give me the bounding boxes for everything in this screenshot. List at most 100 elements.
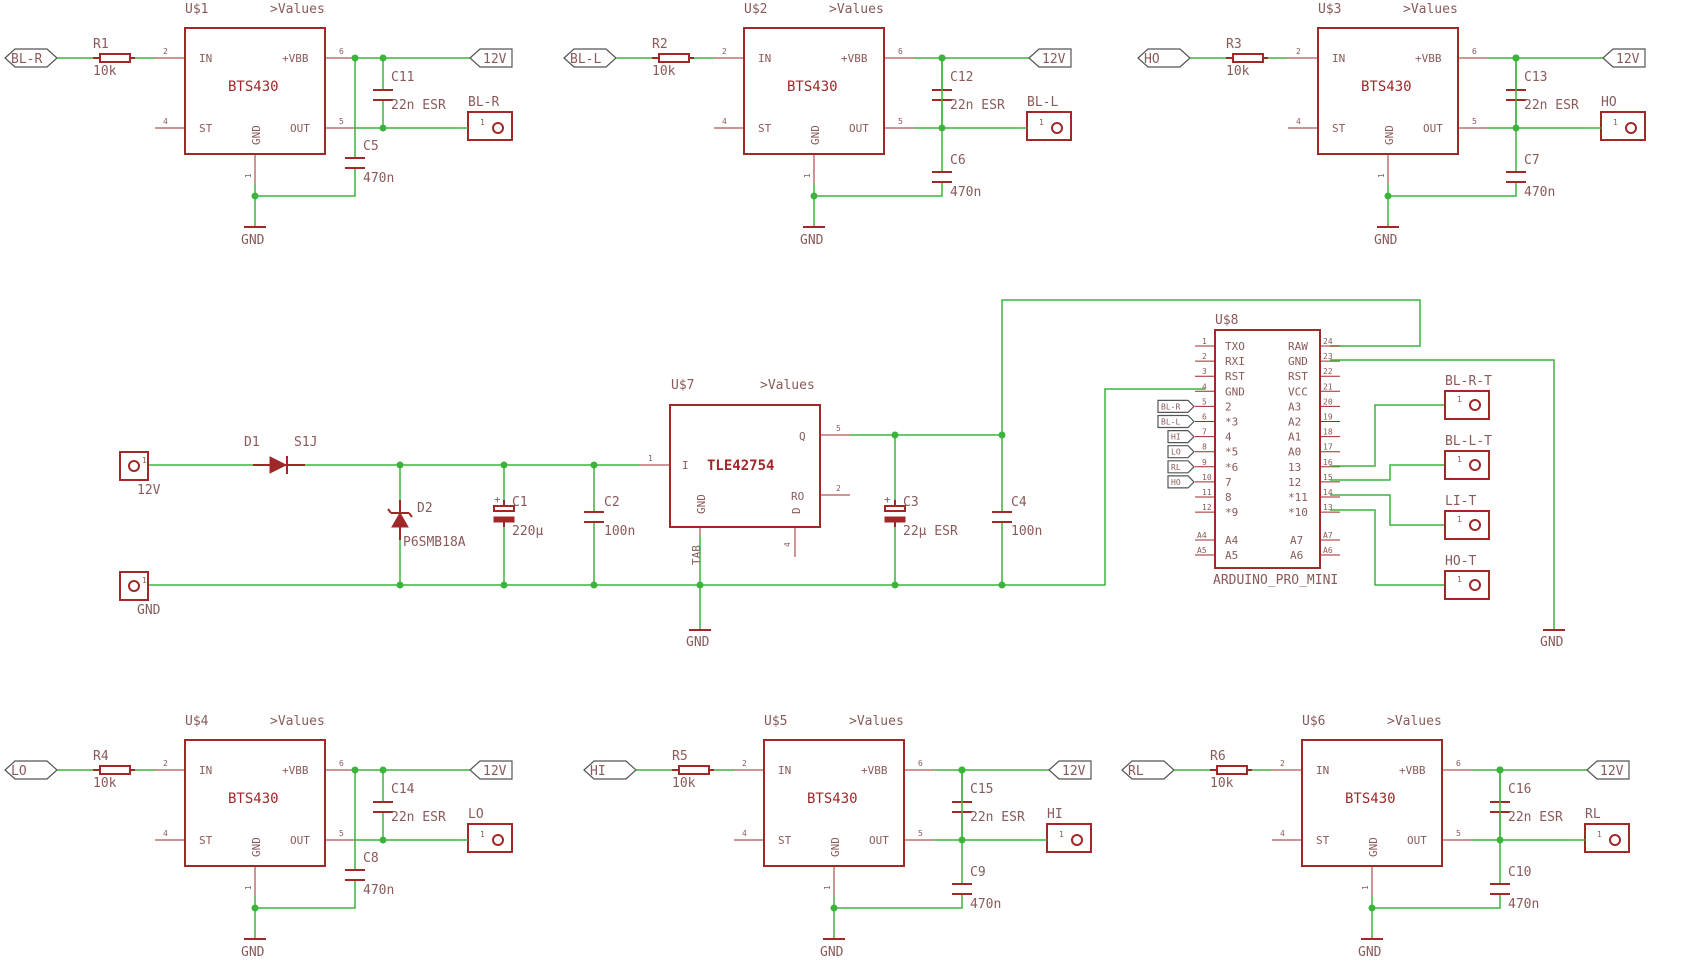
output-connector-label: LO bbox=[468, 807, 484, 822]
jack-gnd-pin: 1 bbox=[142, 576, 147, 585]
cap-esr-value: 22n ESR bbox=[1508, 810, 1563, 825]
pin-num-d: 4 bbox=[783, 542, 792, 547]
resistor bbox=[658, 53, 690, 63]
pin-num-st: 4 bbox=[1296, 117, 1301, 126]
jack-gnd bbox=[119, 571, 149, 601]
pin-vbb: +VBB bbox=[1415, 52, 1442, 65]
pin-num-out: 5 bbox=[1456, 829, 1461, 838]
cap-bulk-ref: C6 bbox=[950, 153, 966, 168]
arduino-pin-num-left: 9 bbox=[1202, 458, 1207, 467]
cap-esr-ref: C13 bbox=[1524, 70, 1547, 85]
d1-label: D1 bbox=[244, 435, 260, 450]
resistor-ref: R3 bbox=[1226, 37, 1242, 52]
net-tag-in-label: RL bbox=[1128, 764, 1144, 779]
arduino-pin-num-right: 17 bbox=[1323, 443, 1333, 452]
c1-value: 220µ bbox=[512, 524, 543, 539]
arduino-pin-num-right: 24 bbox=[1323, 337, 1333, 346]
arduino-net-tag: BL-R bbox=[1161, 402, 1180, 411]
capacitor-esr bbox=[373, 801, 393, 813]
arduino-pin-name-extra-left: A5 bbox=[1225, 549, 1238, 562]
driver-value: >Values bbox=[1387, 714, 1442, 729]
pin-st: ST bbox=[199, 122, 213, 135]
net-tag-12v bbox=[1602, 48, 1646, 68]
pin-num-gnd: 1 bbox=[823, 885, 832, 890]
arduino-net-tag: BL-L bbox=[1161, 418, 1180, 427]
arduino-pin-num-left: 1 bbox=[1202, 337, 1207, 346]
connector-bl-l-t bbox=[1444, 450, 1490, 480]
pin-num-vbb: 6 bbox=[1456, 759, 1461, 768]
diode-d1 bbox=[253, 456, 305, 474]
pin-st: ST bbox=[1332, 122, 1346, 135]
gnd-label: GND bbox=[1374, 233, 1398, 248]
pin-num-in: 2 bbox=[163, 759, 168, 768]
arduino-pin-name-left: GND bbox=[1225, 385, 1245, 398]
arduino-pin-num-extra-left: A4 bbox=[1197, 531, 1207, 540]
connector-label: LI-T bbox=[1445, 494, 1476, 509]
arduino-pin-name-right: A2 bbox=[1288, 416, 1301, 429]
arduino-pin-num-left: 2 bbox=[1202, 352, 1207, 361]
net-tag-in-label: BL-L bbox=[570, 52, 601, 67]
pin-out: OUT bbox=[1407, 834, 1427, 847]
arduino-pin-name-left: RST bbox=[1225, 370, 1245, 383]
gnd-label: GND bbox=[241, 945, 265, 960]
arduino-pin-num-left: 4 bbox=[1202, 382, 1207, 391]
output-connector bbox=[1046, 823, 1092, 853]
driver-ref: U$3 bbox=[1318, 2, 1341, 17]
arduino-pin-num-right: 21 bbox=[1323, 382, 1333, 391]
arduino-pin-num-right: 13 bbox=[1323, 503, 1333, 512]
jack-12v-label: 12V bbox=[137, 483, 161, 498]
output-connector-label: RL bbox=[1585, 807, 1601, 822]
pin-vbb: +VBB bbox=[282, 764, 309, 777]
pin-num-in: 2 bbox=[1296, 47, 1301, 56]
arduino-pin-name-left: 7 bbox=[1225, 476, 1232, 489]
connector-bl-r-t bbox=[1444, 390, 1490, 420]
output-connector-pin: 1 bbox=[1597, 830, 1602, 839]
pin-num-out: 5 bbox=[898, 117, 903, 126]
gnd-label-reg: GND bbox=[686, 635, 710, 650]
arduino-pin-name-extra-left: A4 bbox=[1225, 534, 1239, 547]
d1-value: S1J bbox=[294, 435, 317, 450]
c2-value: 100n bbox=[604, 524, 635, 539]
pin-st: ST bbox=[758, 122, 772, 135]
connector-pin: 1 bbox=[1457, 575, 1462, 584]
capacitor-bulk bbox=[932, 171, 952, 183]
output-connector-pin: 1 bbox=[480, 830, 485, 839]
jack-gnd-label: GND bbox=[137, 603, 161, 618]
output-connector-label: BL-L bbox=[1027, 95, 1058, 110]
cap-bulk-value: 470n bbox=[950, 185, 981, 200]
pin-num-st: 4 bbox=[163, 829, 168, 838]
arduino-pin-num-left: 12 bbox=[1202, 503, 1212, 512]
output-connector-label: HO bbox=[1601, 95, 1617, 110]
driver-part: BTS430 bbox=[1345, 791, 1396, 807]
gnd-label: GND bbox=[820, 945, 844, 960]
driver-part: BTS430 bbox=[228, 79, 279, 95]
cap-esr-ref: C14 bbox=[391, 782, 415, 797]
pin-vbb: +VBB bbox=[1399, 764, 1426, 777]
resistor-value: 10k bbox=[1226, 64, 1250, 79]
pin-gnd: GND bbox=[1367, 837, 1380, 857]
net-tag-12v-label: 12V bbox=[1062, 764, 1086, 779]
resistor-value: 10k bbox=[1210, 776, 1234, 791]
cap-esr-value: 22n ESR bbox=[950, 98, 1005, 113]
arduino-net-tag: HI bbox=[1171, 433, 1181, 442]
pin-st: ST bbox=[1316, 834, 1330, 847]
pin-out: OUT bbox=[290, 122, 310, 135]
pin-num-out: 5 bbox=[918, 829, 923, 838]
c1-plus: + bbox=[494, 493, 501, 506]
pin-num-st: 4 bbox=[742, 829, 747, 838]
diode-d2 bbox=[387, 500, 413, 540]
resistor-value: 10k bbox=[672, 776, 696, 791]
pin-num-in: 2 bbox=[722, 47, 727, 56]
pin-num-gnd: 1 bbox=[1377, 173, 1386, 178]
capacitor-esr bbox=[373, 89, 393, 101]
regulator-section: 1 12V 1 GND D1 S1J D2 P6SMB18A + C1 bbox=[119, 299, 1421, 650]
driver-part: BTS430 bbox=[1361, 79, 1412, 95]
connector-pin: 1 bbox=[1457, 395, 1462, 404]
pin-num-st: 4 bbox=[1280, 829, 1285, 838]
resistor-value: 10k bbox=[652, 64, 676, 79]
